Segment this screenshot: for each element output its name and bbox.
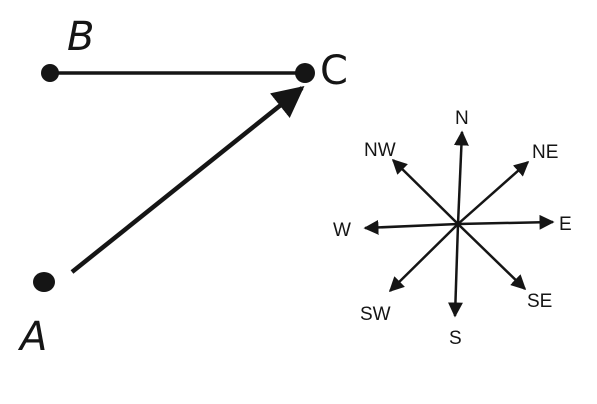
compass-rose: N NE E SE S SW W NW [333,108,572,349]
compass-label-sw: SW [360,304,391,325]
point-a-dot [33,272,55,292]
compass-label-nw: NW [364,140,396,161]
label-a: A [17,314,47,360]
compass-label-n: N [455,108,469,129]
compass-arrow-w [363,219,459,235]
compass-arrow-n [453,130,469,225]
label-c: C [320,48,348,94]
compass-arrow-ne [457,161,530,225]
compass-arrow-s [447,223,463,318]
label-b: B [67,14,94,60]
compass-arrow-sw [388,223,459,293]
compass-label-ne: NE [532,142,558,163]
compass-arrow-nw [391,158,459,225]
compass-label-s: S [449,328,462,349]
point-c-dot [295,63,315,83]
compass-arrow-se [457,223,527,291]
compass-label-se: SE [527,291,552,312]
point-b-dot [41,64,59,82]
compass-arrow-e [457,214,555,230]
compass-label-e: E [559,214,572,235]
compass-label-w: W [333,220,351,241]
arrow-ac [70,86,305,274]
